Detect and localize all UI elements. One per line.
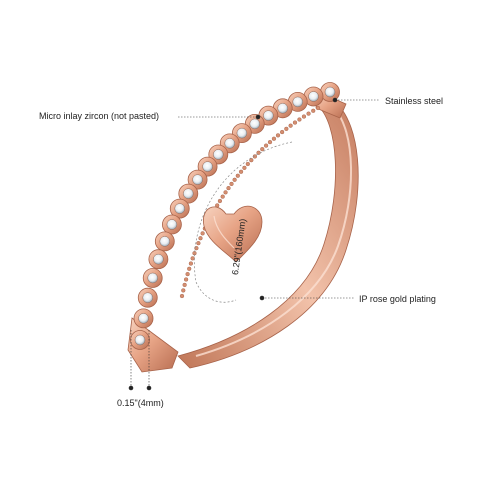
chain-bead bbox=[301, 114, 307, 119]
chain-bead bbox=[179, 293, 185, 299]
zircon-bezel-row bbox=[130, 82, 340, 350]
chain-bead bbox=[252, 154, 257, 159]
chain-bead bbox=[315, 105, 321, 111]
zircon-stone bbox=[308, 91, 319, 102]
chain-bead bbox=[200, 231, 205, 236]
chain-bead bbox=[238, 169, 244, 174]
chain-bead bbox=[235, 173, 240, 178]
chain-bead bbox=[217, 198, 223, 204]
chain-bead bbox=[297, 117, 302, 122]
heart-charm bbox=[202, 205, 263, 263]
chain-bead bbox=[280, 129, 285, 135]
zircon-stone bbox=[202, 161, 213, 172]
chain-bead bbox=[288, 123, 293, 128]
chain-bead bbox=[263, 143, 269, 148]
zircon-stone bbox=[138, 313, 149, 324]
zircon-stone bbox=[292, 96, 304, 108]
chain-bead bbox=[190, 256, 195, 261]
zircon-stone bbox=[224, 138, 236, 149]
diameter-dashed-arc bbox=[194, 141, 293, 303]
zircon-stone bbox=[159, 236, 171, 247]
chain-bead bbox=[226, 185, 231, 191]
zircon-stone bbox=[213, 149, 224, 160]
chain-bead bbox=[275, 133, 281, 138]
zircon-stone bbox=[249, 118, 261, 130]
chain-bead bbox=[181, 288, 186, 293]
zircon-stone bbox=[236, 127, 248, 139]
bangle-band-highlight bbox=[195, 107, 353, 357]
chain-bead bbox=[260, 147, 265, 152]
chain-bead bbox=[198, 236, 203, 241]
chain-bead bbox=[229, 181, 234, 187]
chain-bead bbox=[196, 241, 201, 246]
label-micro-inlay-zircon: Micro inlay zircon (not pasted) bbox=[39, 111, 160, 121]
label-stainless-steel: Stainless steel bbox=[385, 96, 444, 106]
chain-bead bbox=[267, 140, 273, 145]
chain-bead bbox=[271, 136, 277, 141]
label-ip-rose-gold-plating: IP rose gold plating bbox=[359, 294, 436, 304]
chain-bead bbox=[182, 282, 187, 288]
zircon-stone bbox=[183, 188, 194, 199]
chain-bead bbox=[311, 108, 316, 113]
zircon-stone bbox=[153, 253, 164, 265]
chain-bead bbox=[232, 177, 237, 182]
zircon-stone bbox=[166, 219, 178, 230]
chain-bead bbox=[185, 272, 190, 277]
chain-bead bbox=[220, 194, 225, 199]
bangle-plain-band bbox=[177, 97, 359, 369]
zircon-stone bbox=[134, 334, 146, 346]
chain-bead bbox=[188, 261, 193, 266]
leader-lines bbox=[128, 97, 380, 391]
bead-chain bbox=[179, 105, 321, 299]
zircon-stone bbox=[324, 86, 336, 98]
chain-bead bbox=[284, 126, 289, 131]
zircon-stone bbox=[174, 203, 186, 214]
zircon-stone bbox=[147, 272, 158, 284]
chain-bead bbox=[187, 266, 192, 271]
zircon-stone bbox=[263, 110, 274, 121]
label-band-width: 0.15"(4mm) bbox=[117, 398, 164, 408]
chain-bead bbox=[245, 161, 250, 167]
chain-bead bbox=[292, 120, 298, 125]
chain-bead bbox=[306, 111, 311, 116]
chain-bead bbox=[223, 190, 228, 195]
zircon-stone bbox=[192, 174, 203, 185]
zircon-stone bbox=[142, 292, 154, 303]
chain-bead bbox=[183, 277, 189, 282]
zircon-stone bbox=[277, 103, 288, 114]
chain-bead bbox=[242, 165, 247, 170]
